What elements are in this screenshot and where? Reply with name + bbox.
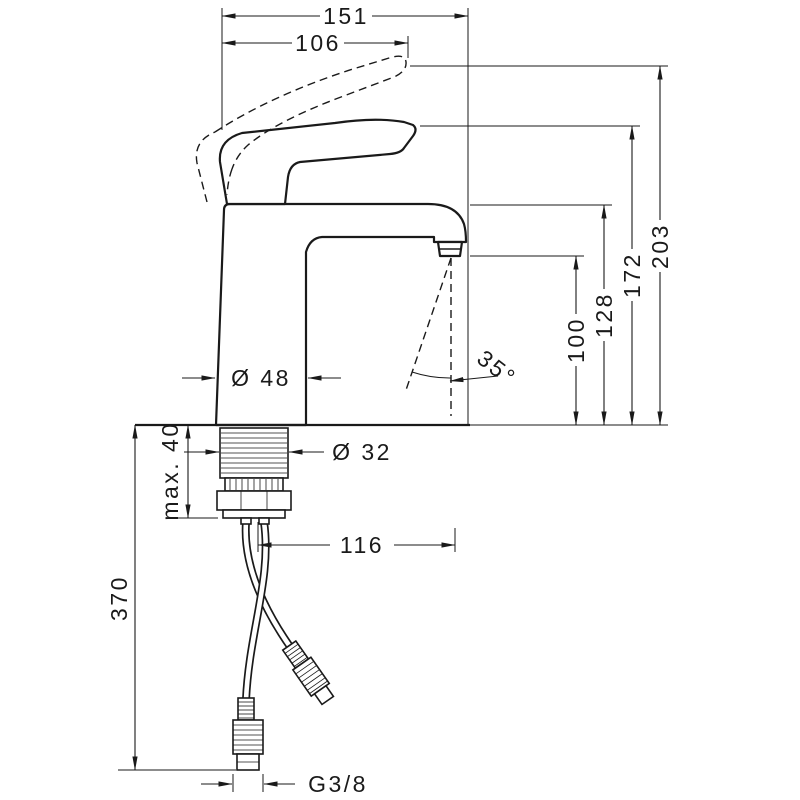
- dim-thread: G3/8: [201, 771, 368, 797]
- dim-128: 128: [591, 204, 617, 426]
- dim-106: 106: [221, 30, 409, 56]
- dim-106-label: 106: [295, 30, 341, 56]
- mounting-shank: [216, 427, 292, 525]
- washer-hatching: [229, 479, 279, 490]
- handle-lever: [218, 118, 417, 206]
- hose-connector-angled: [281, 639, 335, 706]
- dim-100: 100: [563, 255, 589, 426]
- supply-hose-left-core: [243, 521, 268, 701]
- faucet-body: [214, 118, 468, 427]
- dim-151-label: 151: [323, 3, 369, 29]
- handle-lever-raised-ghost: [195, 55, 407, 203]
- dim-max40-label: max. 40: [157, 421, 183, 520]
- dim-angle: 35°: [449, 345, 522, 392]
- dim-100-label: 100: [563, 317, 589, 363]
- dim-128-label: 128: [591, 292, 617, 338]
- dim-max40: max. 40: [157, 421, 191, 521]
- dim-dia32-label: Ø 32: [332, 439, 392, 465]
- supply-hose-right-core: [243, 521, 293, 650]
- stream-angle-construction: [404, 257, 452, 416]
- dim-116-label: 116: [340, 532, 384, 558]
- dim-203-label: 203: [647, 223, 673, 269]
- dim-151: 151: [221, 3, 469, 29]
- dim-dia48-label: Ø 48: [231, 365, 291, 391]
- dim-370-label: 370: [106, 575, 132, 621]
- extension-lines: [118, 8, 668, 792]
- dim-dia48: Ø 48: [182, 365, 341, 391]
- dim-370: 370: [106, 424, 138, 771]
- dim-116: 116: [257, 532, 456, 558]
- nut-base: [222, 509, 286, 519]
- dim-thread-label: G3/8: [308, 771, 368, 797]
- dim-172-label: 172: [619, 252, 645, 298]
- hose-connector-bottom: [232, 697, 264, 771]
- dim-angle-label: 35°: [472, 345, 521, 392]
- dim-dia32: Ø 32: [184, 439, 392, 465]
- supply-hoses: [232, 521, 335, 771]
- body-spout-outline: [214, 202, 468, 427]
- hose-stub-right: [258, 517, 270, 525]
- dim-172: 172: [619, 125, 645, 426]
- dim-203: 203: [647, 65, 673, 426]
- mounting-nut: [216, 490, 292, 511]
- stream-line: [404, 257, 452, 394]
- thread-hatching: [221, 432, 287, 474]
- angle-arc: [411, 371, 452, 379]
- hose-stub-left: [240, 517, 252, 525]
